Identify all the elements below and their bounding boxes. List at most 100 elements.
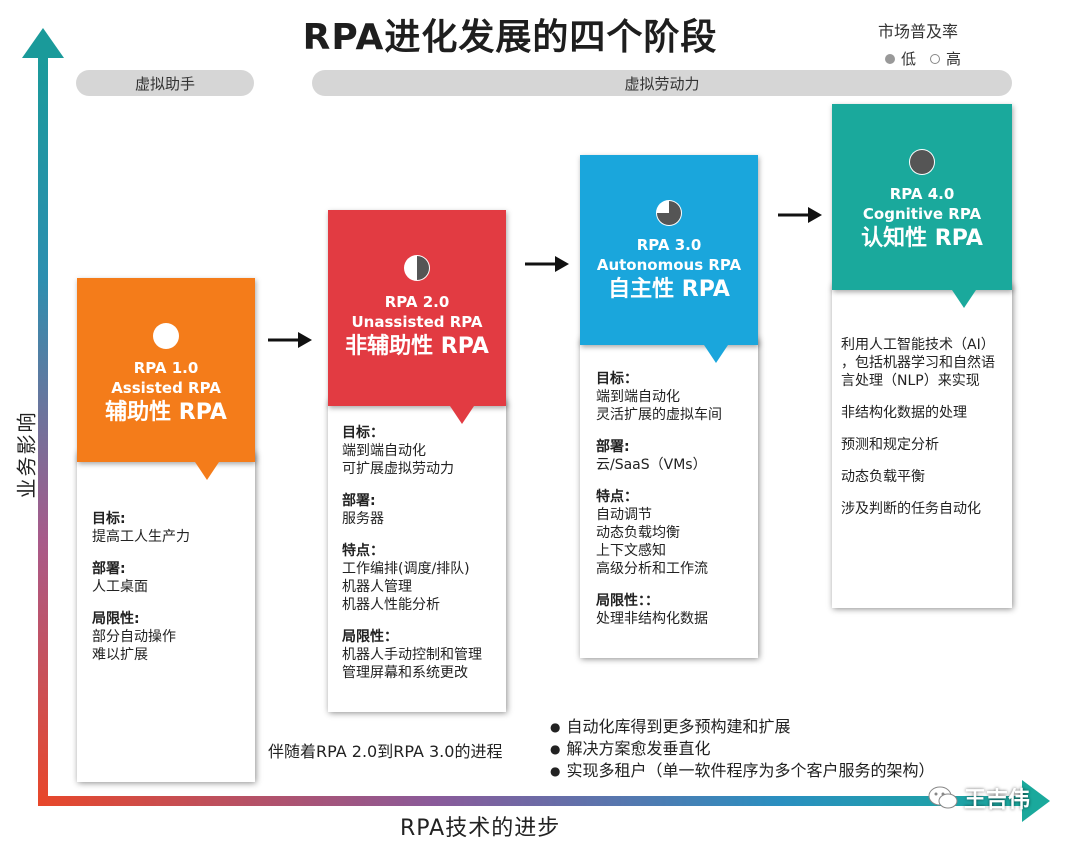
section-ai: 利用人工智能技术（AI） ，包括机器学习和自然语 言处理（NLP）来实现: [841, 336, 1009, 390]
card-version: RPA 4.0: [889, 185, 955, 203]
section-label: 部署:: [596, 439, 630, 455]
section-label: 目标：: [342, 425, 384, 441]
card-rpa1-header: RPA 1.0 Assisted RPA 辅助性 RPA: [77, 278, 255, 480]
section-label: 局限性：：: [596, 593, 659, 609]
legend-high-label: 高: [946, 50, 962, 68]
section-predictive: 预测和规定分析: [841, 436, 1009, 454]
section-line: ，包括机器学习和自然语: [841, 355, 995, 371]
section-line: 非结构化数据的处理: [841, 405, 967, 421]
card-pointer: [704, 345, 728, 363]
low-dot-icon: [885, 53, 895, 64]
pie-fill: [910, 150, 934, 174]
section-limits: 局限性： 机器人手动控制和管理 管理屏幕和系统更改: [342, 628, 502, 682]
pie-fill: [417, 256, 429, 280]
section-features: 特点： 工作编排(调度/排队) 机器人管理 机器人性能分析: [342, 542, 502, 614]
arrow-right-icon: [268, 332, 312, 348]
card-rpa3-header: RPA 3.0 Autonomous RPA 自主性 RPA: [580, 155, 758, 363]
section-goal: 目标： 端到端自动化 可扩展虚拟劳动力: [342, 424, 502, 478]
card-chinese-name: 认知性 RPA: [861, 226, 983, 251]
card-version: RPA 2.0: [384, 293, 450, 311]
x-axis-line: [38, 796, 1028, 806]
section-label: 部署:: [92, 561, 126, 577]
section-line: 管理屏幕和系统更改: [342, 665, 468, 681]
pie-base: [153, 323, 179, 349]
adoption-pie-icon: [656, 200, 682, 226]
section-deploy: 部署: 云/SaaS（VMs）: [596, 438, 756, 474]
section-label: 目标：: [596, 371, 638, 387]
section-label: 特点：: [596, 489, 638, 505]
phase-virtual-assistant: 虚拟助手: [76, 70, 254, 96]
adoption-pie-icon: [909, 149, 935, 175]
section-line: 端到端自动化: [342, 443, 426, 459]
section-line: 人工桌面: [92, 579, 148, 595]
section-unstructured: 非结构化数据的处理: [841, 404, 1009, 422]
x-axis-arrowhead: [1022, 780, 1050, 822]
card-version: RPA 1.0: [133, 359, 199, 377]
section-line: 部分自动操作: [92, 629, 176, 645]
section-line: 预测和规定分析: [841, 437, 939, 453]
section-line: 难以扩展: [92, 647, 148, 663]
bullet-item: 实现多租户（单一软件程序为多个客户服务的架构）: [550, 760, 934, 782]
phase-virtual-workforce: 虚拟劳动力: [312, 70, 1012, 96]
card-chinese-name: 自主性 RPA: [608, 277, 730, 302]
legend-low-label: 低: [901, 50, 917, 68]
section-line: 动态负载平衡: [841, 469, 925, 485]
section-line: 工作编排(调度/排队): [342, 561, 470, 577]
page-title: RPA进化发展的四个阶段: [302, 17, 718, 58]
section-label: 局限性：: [342, 629, 398, 645]
section-line: 云/SaaS（VMs）: [596, 457, 707, 473]
y-axis-arrowhead: [22, 28, 64, 58]
progress-note: 伴随着RPA 2.0到RPA 3.0的进程: [268, 742, 503, 761]
section-line: 灵活扩展的虚拟车间: [596, 407, 722, 423]
y-axis-label: 业务影响: [14, 410, 39, 499]
logo-text: 王吉伟: [964, 788, 1031, 813]
section-line: 动态负载均衡: [596, 525, 680, 541]
section-line: 处理非结构化数据: [596, 611, 708, 627]
section-deploy: 部署: 人工桌面: [92, 560, 252, 596]
section-line: 自动调节: [596, 507, 652, 523]
card-rpa3-body: [580, 338, 758, 658]
section-line: 机器人手动控制和管理: [342, 647, 482, 663]
card-pointer: [450, 406, 474, 424]
high-dot-icon: [930, 53, 941, 64]
card-chinese-name: 辅助性 RPA: [105, 400, 227, 425]
card-rpa4-content: 利用人工智能技术（AI） ，包括机器学习和自然语 言处理（NLP）来实现 非结构…: [841, 336, 1009, 532]
section-label: 部署:: [342, 493, 376, 509]
adoption-pie-icon: [404, 255, 430, 281]
legend-title: 市场普及率: [878, 22, 959, 41]
card-pointer: [952, 290, 976, 308]
bullet-item: 解决方案愈发垂直化: [550, 738, 935, 760]
section-limits: 局限性：： 处理非结构化数据: [596, 592, 756, 628]
x-axis-label: RPA技术的进步: [400, 816, 561, 841]
section-label: 目标:: [92, 511, 126, 527]
y-axis-line: [38, 52, 48, 804]
bullet-list: 自动化库得到更多预构建和扩展 解决方案愈发垂直化 实现多租户（单一软件程序为多个…: [550, 716, 935, 782]
card-english-name: Autonomous RPA: [596, 256, 742, 274]
section-judgement: 涉及判断的任务自动化: [841, 500, 1009, 518]
card-version: RPA 3.0: [636, 236, 702, 254]
watermark-logo: 王吉伟: [928, 782, 1030, 814]
section-line: 服务器: [342, 511, 384, 527]
card-rpa2-body: [328, 400, 506, 712]
section-deploy: 部署: 服务器: [342, 492, 502, 528]
card-rpa1-content: 目标: 提高工人生产力 部署: 人工桌面 局限性: 部分自动操作 难以扩展: [92, 510, 252, 678]
arrow-right-icon: [525, 256, 569, 272]
card-chinese-name: 非辅助性 RPA: [345, 334, 489, 359]
legend: 低 高: [885, 48, 961, 69]
section-goal: 目标： 端到端自动化 灵活扩展的虚拟车间: [596, 370, 756, 424]
section-line: 可扩展虚拟劳动力: [342, 461, 454, 477]
section-features: 特点： 自动调节 动态负载均衡 上下文感知 高级分析和工作流: [596, 488, 756, 578]
card-pointer: [195, 462, 219, 480]
section-line: 言处理（NLP）来实现: [841, 373, 980, 389]
card-rpa4-body: [832, 284, 1012, 608]
section-goal: 目标: 提高工人生产力: [92, 510, 252, 546]
section-line: 提高工人生产力: [92, 529, 190, 545]
section-line: 机器人管理: [342, 579, 412, 595]
card-english-name: Cognitive RPA: [862, 205, 982, 223]
section-label: 特点：: [342, 543, 384, 559]
card-rpa2-content: 目标： 端到端自动化 可扩展虚拟劳动力 部署: 服务器 特点： 工作编排(调度/…: [342, 424, 502, 696]
adoption-pie-icon: [153, 323, 179, 349]
section-line: 涉及判断的任务自动化: [841, 501, 981, 517]
card-rpa3-content: 目标： 端到端自动化 灵活扩展的虚拟车间 部署: 云/SaaS（VMs） 特点：…: [596, 370, 756, 642]
